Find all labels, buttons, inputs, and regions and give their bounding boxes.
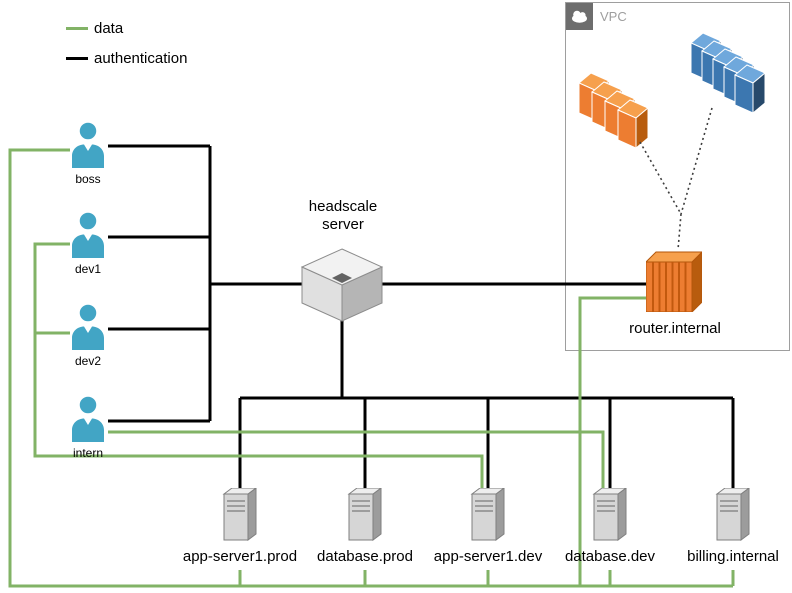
router-icon [646, 251, 702, 312]
server-tower-icon [222, 487, 258, 541]
data-edge-dev1-appdev [33, 242, 484, 492]
vpc-header-badge [566, 3, 593, 30]
server-label: billing.internal [687, 548, 779, 565]
cloud-icon [572, 10, 587, 23]
dotted-edge-blue-router [680, 107, 713, 215]
server-tower-icon [715, 487, 751, 541]
instance-stack-icon [579, 73, 649, 150]
auth-line-swatch [66, 57, 88, 60]
server-node-appserver1-prod: app-server1.prod [183, 487, 297, 565]
user-node-dev2: dev2 [68, 302, 108, 368]
headscale-label: headscale server [308, 198, 378, 233]
vpc-container: VPC [565, 2, 790, 351]
server-node-billing-internal: billing.internal [687, 487, 779, 565]
user-node-intern: intern [68, 394, 108, 460]
legend-label-data: data [94, 20, 124, 37]
legend-item-authentication: authentication [66, 50, 187, 67]
dotted-edge-junction-router [677, 213, 682, 251]
dotted-edge-orange-router [639, 141, 682, 215]
user-label: boss [75, 172, 101, 186]
user-icon [72, 210, 104, 258]
user-label: dev2 [74, 354, 102, 368]
server-node-database-prod: database.prod [317, 487, 413, 565]
data-edge-router-bus [578, 296, 652, 586]
server-label: app-server1.dev [433, 548, 543, 565]
user-label: intern [72, 446, 104, 460]
user-label: dev1 [74, 262, 102, 276]
user-node-boss: boss [68, 120, 108, 186]
server-label: database.dev [564, 548, 656, 565]
data-edge-boss-bus [8, 148, 733, 588]
server-label: app-server1.prod [182, 548, 298, 565]
server-node-database-dev: database.dev [565, 487, 655, 565]
database-stack-icon [691, 33, 766, 115]
user-icon [72, 394, 104, 442]
server-tower-icon [347, 487, 383, 541]
cube-icon [300, 248, 384, 322]
data-line-swatch [66, 27, 88, 30]
server-tower-icon [592, 487, 628, 541]
server-node-appserver1-dev: app-server1.dev [434, 487, 542, 565]
data-edge-intern-dbdev [108, 430, 605, 492]
legend-label-authentication: authentication [94, 50, 188, 67]
user-node-dev1: dev1 [68, 210, 108, 276]
vpc-label: VPC [600, 9, 627, 24]
legend-item-data: data [66, 20, 187, 37]
server-tower-icon [470, 487, 506, 541]
user-icon [72, 120, 104, 168]
router-label: router.internal [629, 320, 721, 337]
server-label: database.prod [317, 548, 413, 565]
user-icon [72, 302, 104, 350]
legend: data authentication [66, 20, 187, 67]
